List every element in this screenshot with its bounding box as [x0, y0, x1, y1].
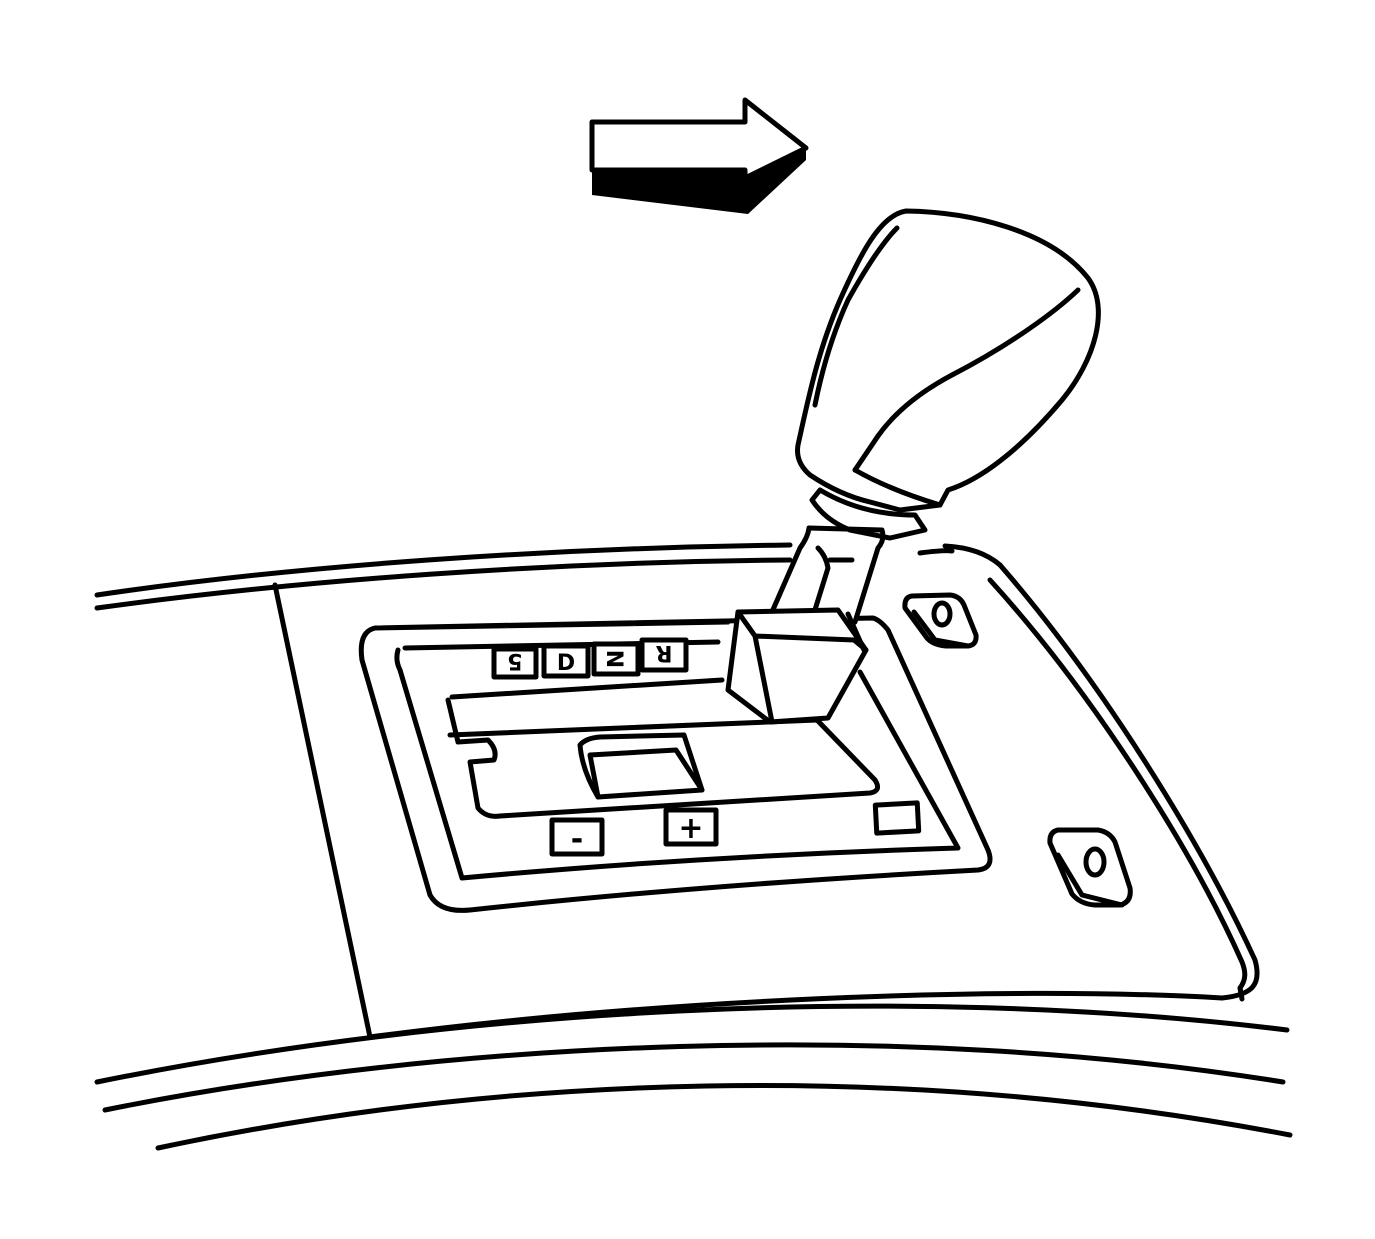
- plus-symbol: +: [663, 807, 719, 847]
- gear-label-n: N: [591, 641, 641, 677]
- indicator-plate-outer: [358, 615, 993, 913]
- gear-label-r: R: [639, 637, 689, 673]
- shift-gate: [445, 677, 881, 819]
- console-lower-edge: [94, 1003, 1293, 1151]
- gear-label-5: 5: [491, 646, 539, 680]
- indicator-square: [872, 800, 922, 836]
- gear-label-d: D: [541, 643, 591, 679]
- shift-lever: [725, 525, 886, 725]
- svg-text:+: +: [678, 811, 703, 846]
- screw-upper: [902, 592, 979, 649]
- direction-arrow-icon: [589, 97, 809, 214]
- svg-text:-: -: [571, 822, 583, 857]
- console-upper-edge: [94, 542, 1003, 611]
- screw-lower: [1047, 827, 1133, 908]
- svg-text:D: D: [557, 651, 575, 676]
- svg-text:N: N: [601, 650, 626, 668]
- shifter-bezel: [272, 562, 1260, 1040]
- svg-text:R: R: [655, 640, 672, 665]
- shift-knob: [795, 208, 1101, 541]
- svg-text:5: 5: [507, 648, 522, 673]
- minus-symbol: -: [549, 817, 605, 857]
